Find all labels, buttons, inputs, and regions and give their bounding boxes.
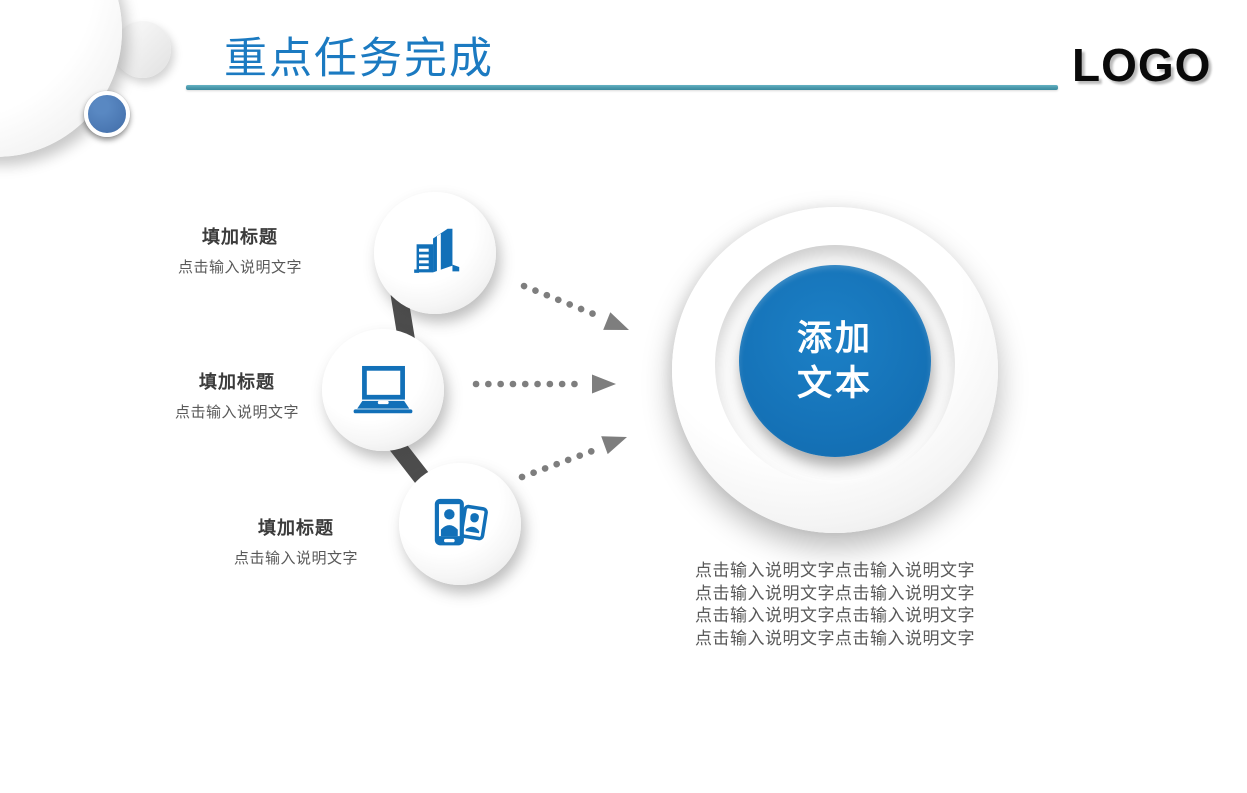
node-circle-contacts[interactable] [399, 463, 521, 585]
decorative-circle-blue [84, 91, 130, 137]
item-desc[interactable]: 点击输入说明文字 [177, 259, 302, 276]
item-label-2[interactable]: 填加标题 点击输入说明文字 [157, 368, 317, 422]
node-circle-laptop[interactable] [322, 329, 444, 451]
item-desc[interactable]: 点击输入说明文字 [174, 404, 299, 421]
dotted-arrow-2 [472, 374, 616, 394]
logo-text: LOGO [1072, 39, 1212, 91]
dotted-arrow-3 [518, 436, 627, 481]
center-circle-group[interactable]: 添加 文本 [672, 207, 998, 533]
center-text-line2: 文本 [796, 364, 873, 403]
description-line: 点击输入说明文字点击输入说明文字 [695, 606, 975, 625]
building-icon [414, 228, 460, 273]
center-text-line1: 添加 [796, 319, 873, 358]
title-divider-line [186, 85, 1058, 90]
item-title[interactable]: 填加标题 [202, 227, 278, 247]
item-title[interactable]: 填加标题 [258, 518, 334, 538]
description-line: 点击输入说明文字点击输入说明文字 [695, 628, 975, 648]
contacts-icon [434, 498, 488, 546]
node-circle-building[interactable] [374, 192, 496, 314]
description-text-block[interactable]: 点击输入说明文字点击输入说明文字 点击输入说明文字点击输入说明文字 点击输入说明… [634, 560, 1036, 650]
description-line: 点击输入说明文字点击输入说明文字 [695, 561, 975, 580]
item-label-1[interactable]: 填加标题 点击输入说明文字 [160, 223, 320, 277]
item-title[interactable]: 填加标题 [199, 372, 275, 392]
description-line: 点击输入说明文字点击输入说明文字 [695, 583, 975, 603]
item-label-3[interactable]: 填加标题 点击输入说明文字 [216, 514, 376, 568]
decorative-circle-medium [114, 21, 171, 78]
item-desc[interactable]: 点击输入说明文字 [233, 550, 358, 567]
page-title: 重点任务完成 [224, 34, 494, 84]
dotted-arrow-1 [520, 282, 629, 330]
center-circle-blue[interactable]: 添加 文本 [739, 265, 931, 457]
laptop-icon [353, 365, 413, 414]
